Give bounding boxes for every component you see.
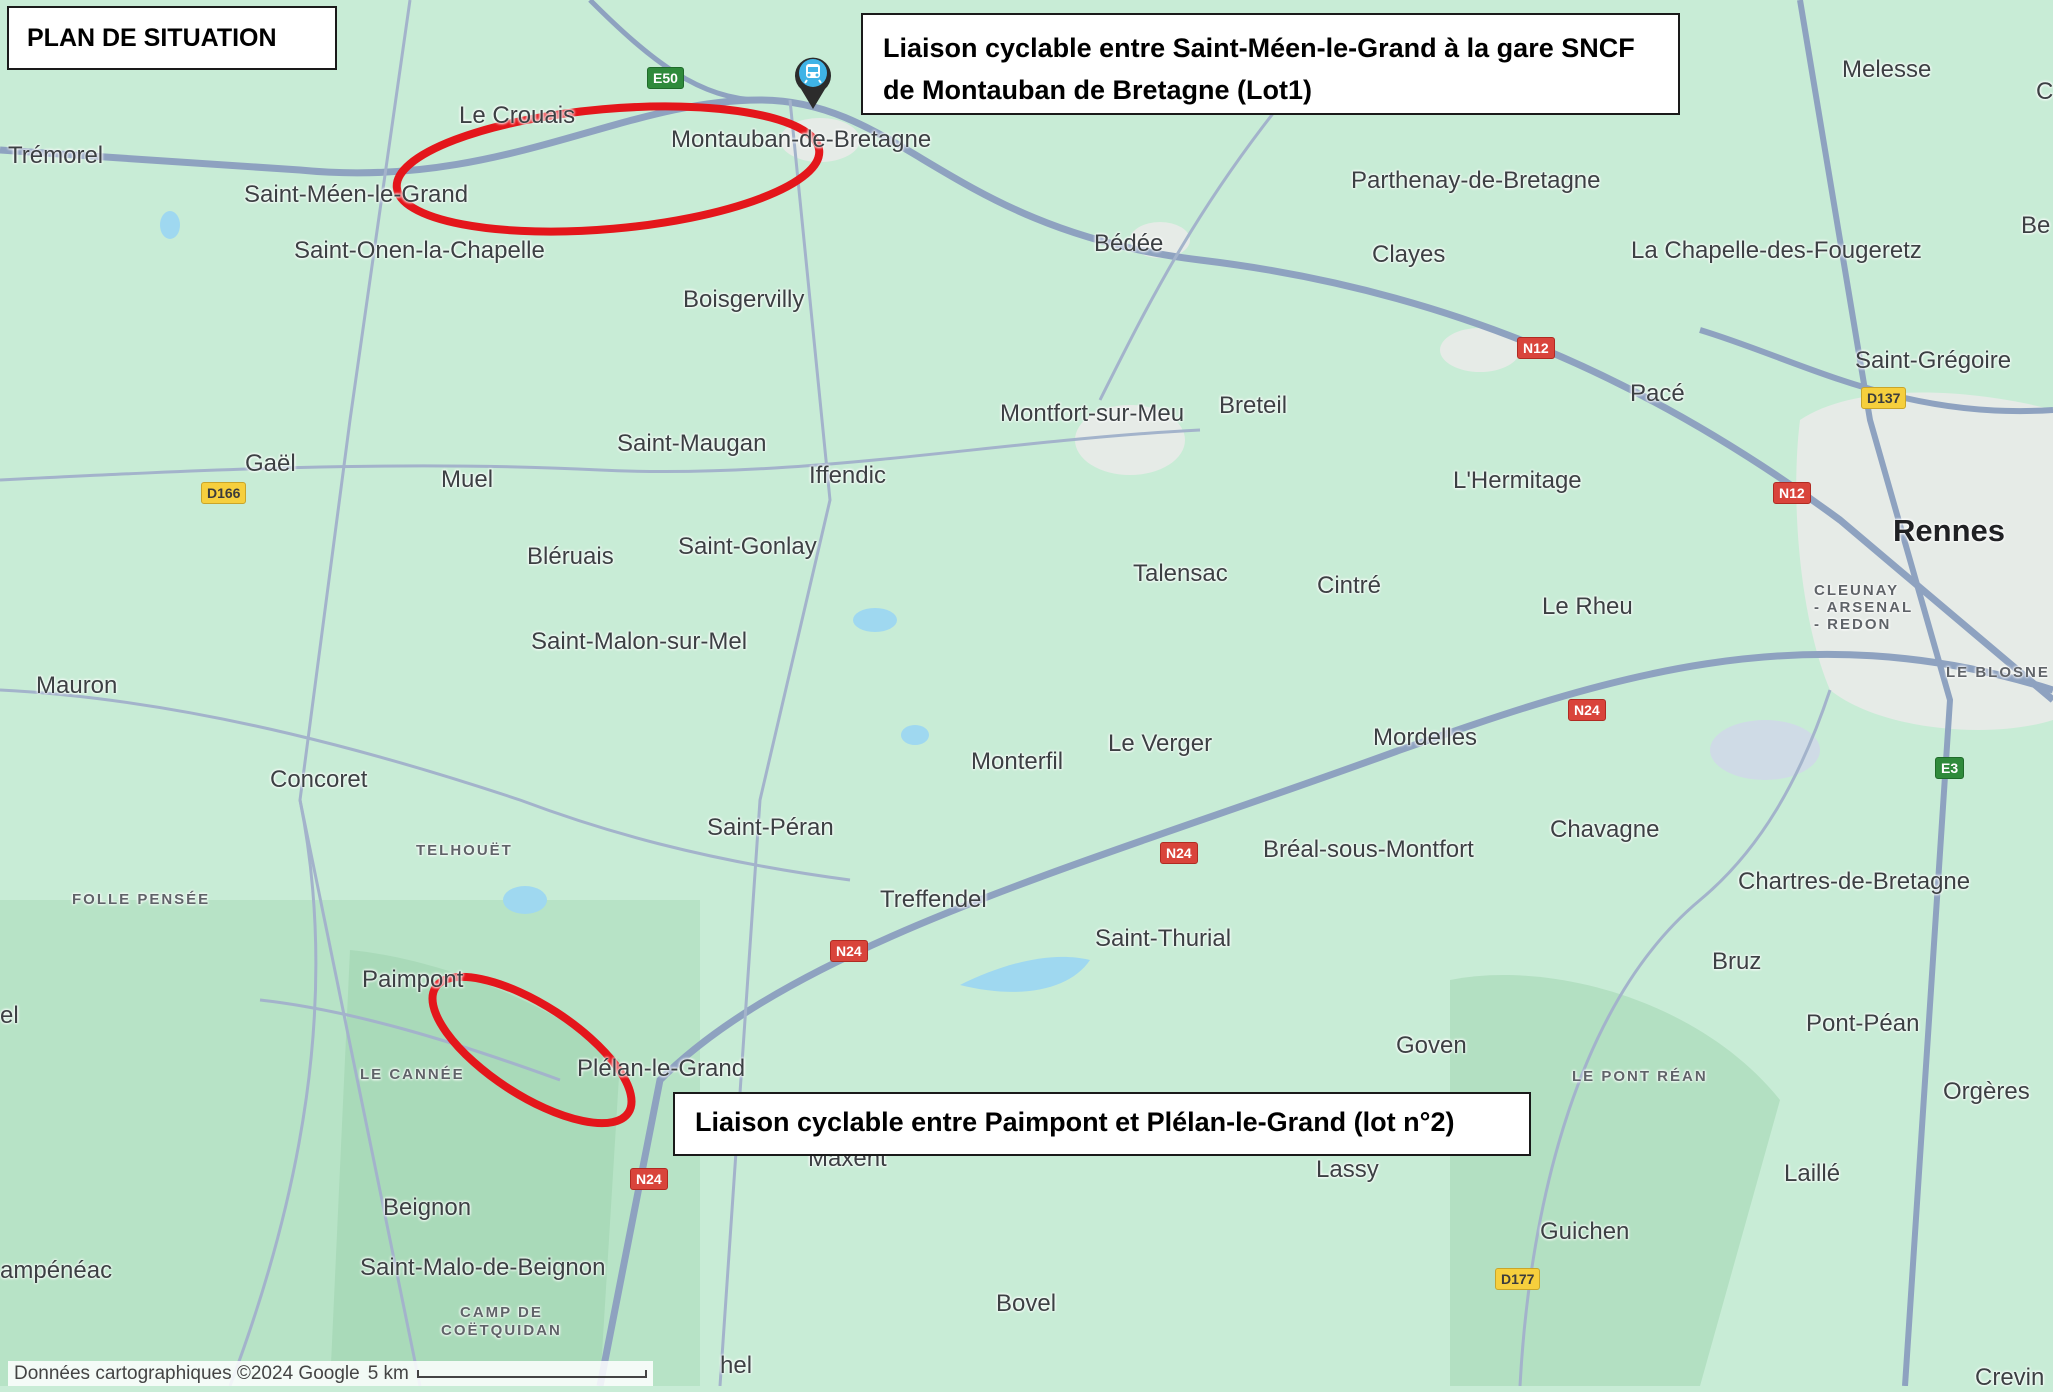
district-le-pont-rean: LE PONT RÉAN: [1572, 1068, 1708, 1085]
lot2-highlight: [428, 972, 636, 1128]
district-redon: - REDON: [1814, 616, 1892, 633]
road-shield-d137: D137: [1861, 387, 1907, 409]
place-talensac[interactable]: Talensac: [1133, 560, 1228, 587]
place-saint-thurial[interactable]: Saint-Thurial: [1095, 925, 1232, 952]
lot1-annotation-line2: de Montauban de Bretagne (Lot1): [883, 75, 1313, 105]
road-shield-e3: E3: [1935, 757, 1965, 779]
road-shield-e50: E50: [647, 67, 684, 89]
place-chartres[interactable]: Chartres-de-Bretagne: [1738, 868, 1971, 895]
attribution-text: Données cartographiques ©2024 Google: [14, 1362, 360, 1384]
district-folle-pensee: FOLLE PENSÉE: [72, 891, 211, 908]
place-saint-malon[interactable]: Saint-Malon-sur-Mel: [531, 628, 748, 655]
place-beignon[interactable]: Beignon: [383, 1194, 472, 1221]
place-pace[interactable]: Pacé: [1630, 380, 1685, 407]
place-le-crouais[interactable]: Le Crouais: [459, 102, 576, 129]
place-melesse[interactable]: Melesse: [1842, 56, 1932, 83]
place-saint-gonlay[interactable]: Saint-Gonlay: [678, 533, 817, 560]
place-saint-malo-beignon[interactable]: Saint-Malo-de-Beignon: [360, 1254, 606, 1281]
place-guichen[interactable]: Guichen: [1540, 1218, 1630, 1245]
place-edge-c: C: [2036, 78, 2053, 105]
place-edge-be: Be: [2021, 212, 2051, 239]
place-crevin[interactable]: Crevin: [1975, 1364, 2045, 1391]
place-edge-el: el: [0, 1002, 19, 1029]
place-goven[interactable]: Goven: [1396, 1032, 1467, 1059]
road-shield-n24-1: N24: [1568, 699, 1606, 721]
place-breal[interactable]: Bréal-sous-Montfort: [1263, 836, 1474, 863]
place-cintre[interactable]: Cintré: [1317, 572, 1382, 599]
road-shield-n12-1: N12: [1517, 337, 1555, 359]
district-telhouet: TELHOUËT: [416, 842, 513, 859]
place-mauron[interactable]: Mauron: [36, 672, 118, 699]
road-shield-n24-2: N24: [1160, 842, 1198, 864]
place-lassy[interactable]: Lassy: [1316, 1156, 1379, 1183]
place-muel[interactable]: Muel: [441, 466, 494, 493]
lot1-annotation: Liaison cyclable entre Saint-Méen-le-Gra…: [861, 13, 1680, 115]
lot1-highlight: [392, 102, 824, 236]
train-station-icon[interactable]: [793, 53, 833, 111]
place-breteil[interactable]: Breteil: [1219, 392, 1288, 419]
road-shield-d177: D177: [1495, 1268, 1541, 1290]
place-tremorel[interactable]: Trémorel: [8, 142, 104, 169]
place-saint-maugan[interactable]: Saint-Maugan: [617, 430, 767, 457]
district-le-cannee: LE CANNÉE: [360, 1066, 465, 1083]
place-campeneac[interactable]: ampénéac: [0, 1257, 113, 1284]
place-paimpont[interactable]: Paimpont: [362, 966, 464, 993]
place-chavagne[interactable]: Chavagne: [1550, 816, 1660, 843]
map-attribution: Données cartographiques ©2024 Google 5 k…: [8, 1361, 653, 1386]
scale-label: 5 km: [367, 1362, 409, 1384]
place-concoret[interactable]: Concoret: [270, 766, 368, 793]
place-parthenay[interactable]: Parthenay-de-Bretagne: [1351, 167, 1601, 194]
plan-title: PLAN DE SITUATION: [7, 6, 337, 70]
place-rennes[interactable]: Rennes: [1893, 513, 2005, 548]
place-pont-pean[interactable]: Pont-Péan: [1806, 1010, 1920, 1037]
place-saint-gregoire[interactable]: Saint-Grégoire: [1855, 347, 2012, 374]
place-iffendic[interactable]: Iffendic: [809, 462, 886, 489]
place-montfort[interactable]: Montfort-sur-Meu: [1000, 400, 1185, 427]
place-bleruais[interactable]: Bléruais: [527, 543, 614, 570]
place-saint-peran[interactable]: Saint-Péran: [707, 814, 834, 841]
scale-bar: [416, 1369, 647, 1378]
place-edge-hel: hel: [720, 1352, 753, 1379]
place-monterfil[interactable]: Monterfil: [971, 748, 1064, 775]
place-gael[interactable]: Gaël: [245, 450, 296, 477]
place-boisgervilly[interactable]: Boisgervilly: [683, 286, 805, 313]
lot2-annotation: Liaison cyclable entre Paimpont et Pléla…: [673, 1092, 1531, 1156]
place-la-chapelle[interactable]: La Chapelle-des-Fougeretz: [1631, 237, 1922, 264]
place-mordelles[interactable]: Mordelles: [1373, 724, 1478, 751]
district-cleunay: CLEUNAY: [1814, 582, 1900, 599]
place-le-verger[interactable]: Le Verger: [1108, 730, 1213, 757]
road-shield-n24-3: N24: [830, 940, 868, 962]
road-shield-n24-4: N24: [630, 1168, 668, 1190]
place-clayes[interactable]: Clayes: [1372, 241, 1446, 268]
district-coetquidan: COËTQUIDAN: [441, 1322, 562, 1339]
road-shield-n12-2: N12: [1773, 482, 1811, 504]
place-bruz[interactable]: Bruz: [1712, 948, 1762, 975]
district-camp-de: CAMP DE: [460, 1304, 543, 1321]
place-saint-onen[interactable]: Saint-Onen-la-Chapelle: [294, 237, 545, 264]
place-le-rheu[interactable]: Le Rheu: [1542, 593, 1633, 620]
place-treffendel[interactable]: Treffendel: [880, 886, 987, 913]
place-orgeres[interactable]: Orgères: [1943, 1078, 2030, 1105]
place-plelan[interactable]: Plélan-le-Grand: [577, 1055, 746, 1082]
lot1-annotation-line1: Liaison cyclable entre Saint-Méen-le-Gra…: [883, 33, 1635, 63]
place-laille[interactable]: Laillé: [1784, 1160, 1841, 1187]
road-shield-d166: D166: [201, 482, 247, 504]
district-le-blosne: LE BLOSNE: [1946, 664, 2050, 681]
place-saint-meen[interactable]: Saint-Méen-le-Grand: [244, 181, 469, 208]
district-arsenal: - ARSENAL: [1814, 599, 1914, 616]
place-bovel[interactable]: Bovel: [996, 1290, 1057, 1317]
place-lhermitage[interactable]: L'Hermitage: [1453, 467, 1582, 494]
place-montauban[interactable]: Montauban-de-Bretagne: [671, 126, 932, 153]
place-bedee[interactable]: Bédée: [1094, 230, 1164, 257]
